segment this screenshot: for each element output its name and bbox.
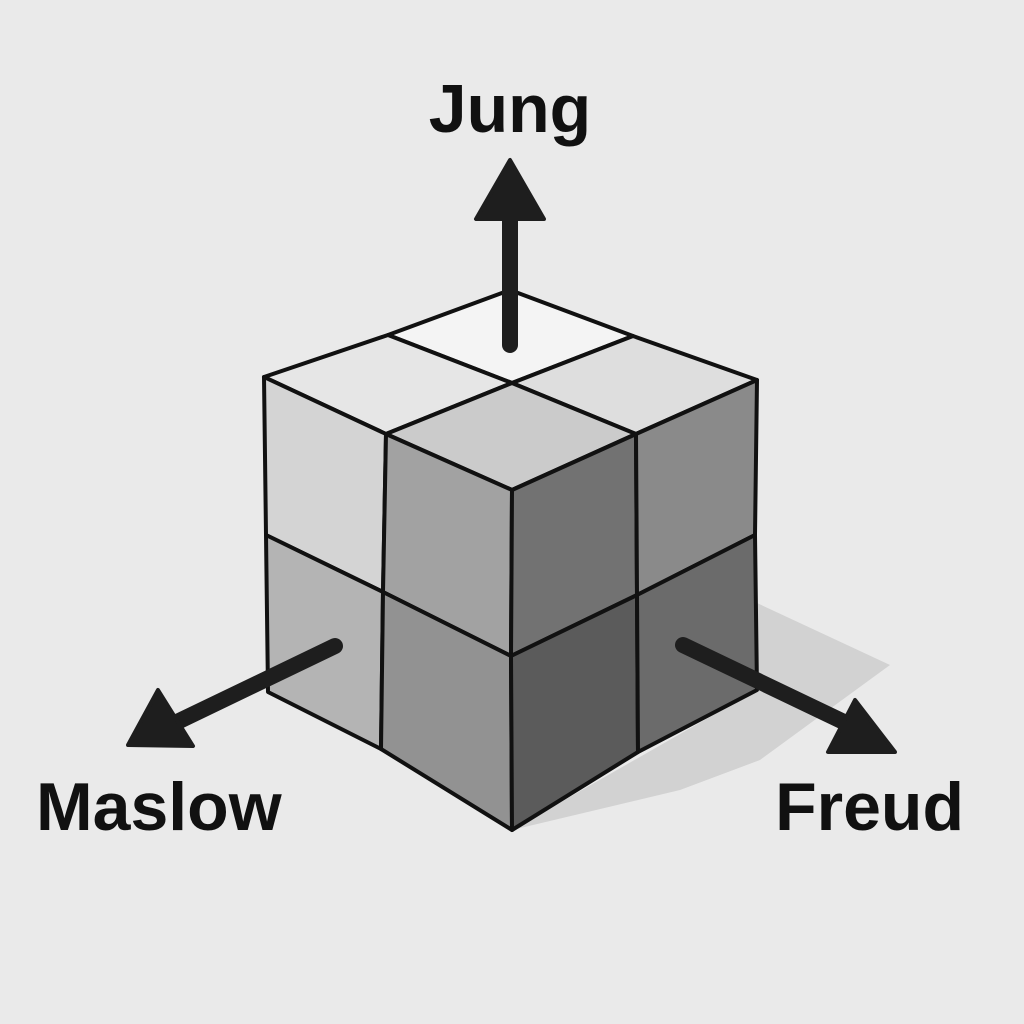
cube-shadow — [512, 603, 890, 830]
maslow-arrow-shaft — [167, 638, 343, 731]
freud-arrow-shaft — [675, 637, 856, 732]
maslow-arrow-head — [126, 688, 195, 748]
jung-axis-arrow — [474, 158, 546, 353]
cube — [262, 288, 759, 832]
jung-axis-label: Jung — [429, 71, 591, 147]
freud-axis-arrow — [675, 637, 897, 754]
freud-arrow-head — [826, 698, 897, 754]
maslow-axis-arrow — [126, 638, 343, 748]
maslow-axis-label: Maslow — [36, 769, 283, 845]
jung-arrow-head — [474, 158, 546, 221]
freud-axis-label: Freud — [775, 769, 964, 845]
